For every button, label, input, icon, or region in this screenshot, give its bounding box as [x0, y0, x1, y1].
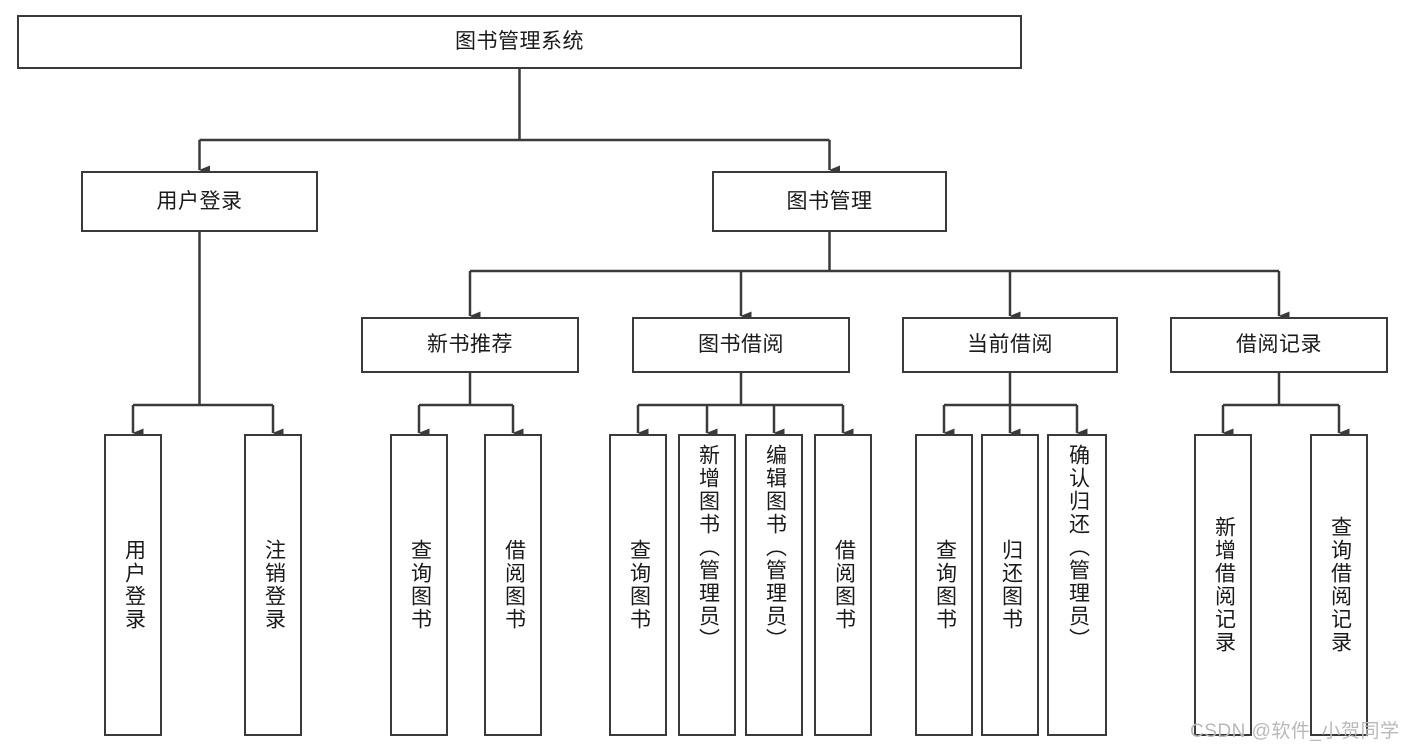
node-box-l2-book[interactable]: 图书管理 [712, 171, 947, 232]
node-label-leaf-c-return: 归还图书 [999, 539, 1023, 631]
node-label-leaf-user-login: 用户登录 [122, 539, 146, 631]
node-label-leaf-b-add: 新增图书（管理员） [696, 444, 720, 651]
node-label-root: 图书管理系统 [455, 30, 584, 54]
node-box-leaf-user-login[interactable]: 用户登录 [104, 434, 162, 736]
node-box-leaf-new-borrow[interactable]: 借阅图书 [484, 434, 542, 736]
node-label-leaf-b-borrow: 借阅图书 [832, 539, 856, 631]
node-box-leaf-c-confirm[interactable]: 确认归还（管理员） [1047, 434, 1107, 736]
node-box-leaf-b-add[interactable]: 新增图书（管理员） [678, 434, 736, 736]
node-box-leaf-r-add[interactable]: 新增借阅记录 [1194, 434, 1252, 736]
node-label-leaf-c-query: 查询图书 [933, 539, 957, 631]
edge-group [131, 69, 1350, 438]
node-box-leaf-b-borrow[interactable]: 借阅图书 [814, 434, 872, 736]
node-box-leaf-b-query[interactable]: 查询图书 [609, 434, 667, 736]
node-label-l3-current: 当前借阅 [967, 333, 1053, 357]
node-box-leaf-b-edit[interactable]: 编辑图书（管理员） [745, 434, 803, 736]
node-label-l3-borrow: 图书借阅 [698, 333, 784, 357]
node-label-leaf-new-borrow: 借阅图书 [502, 539, 526, 631]
node-label-l3-record: 借阅记录 [1236, 333, 1322, 357]
node-box-l3-record[interactable]: 借阅记录 [1170, 317, 1388, 373]
node-label-l2-book: 图书管理 [786, 189, 873, 213]
node-box-leaf-c-return[interactable]: 归还图书 [981, 434, 1039, 736]
node-box-l2-user[interactable]: 用户登录 [81, 171, 318, 232]
node-box-l3-borrow[interactable]: 图书借阅 [632, 317, 850, 373]
node-label-leaf-b-edit: 编辑图书（管理员） [763, 444, 787, 651]
node-label-leaf-c-confirm: 确认归还（管理员） [1066, 444, 1090, 651]
node-label-l3-newbook: 新书推荐 [427, 333, 513, 357]
node-label-leaf-user-logout: 注销登录 [262, 539, 286, 631]
node-box-leaf-c-query[interactable]: 查询图书 [915, 434, 973, 736]
node-label-leaf-r-query: 查询借阅记录 [1328, 516, 1352, 654]
node-label-leaf-b-query: 查询图书 [627, 539, 651, 631]
node-box-leaf-user-logout[interactable]: 注销登录 [244, 434, 302, 736]
node-label-leaf-r-add: 新增借阅记录 [1212, 516, 1236, 654]
node-box-leaf-r-query[interactable]: 查询借阅记录 [1310, 434, 1368, 736]
node-label-leaf-new-query: 查询图书 [408, 539, 432, 631]
node-label-l2-user: 用户登录 [156, 189, 243, 213]
node-box-l3-current[interactable]: 当前借阅 [902, 317, 1118, 373]
node-box-l3-newbook[interactable]: 新书推荐 [361, 317, 579, 373]
node-box-leaf-new-query[interactable]: 查询图书 [390, 434, 448, 736]
node-box-root[interactable]: 图书管理系统 [17, 15, 1022, 69]
